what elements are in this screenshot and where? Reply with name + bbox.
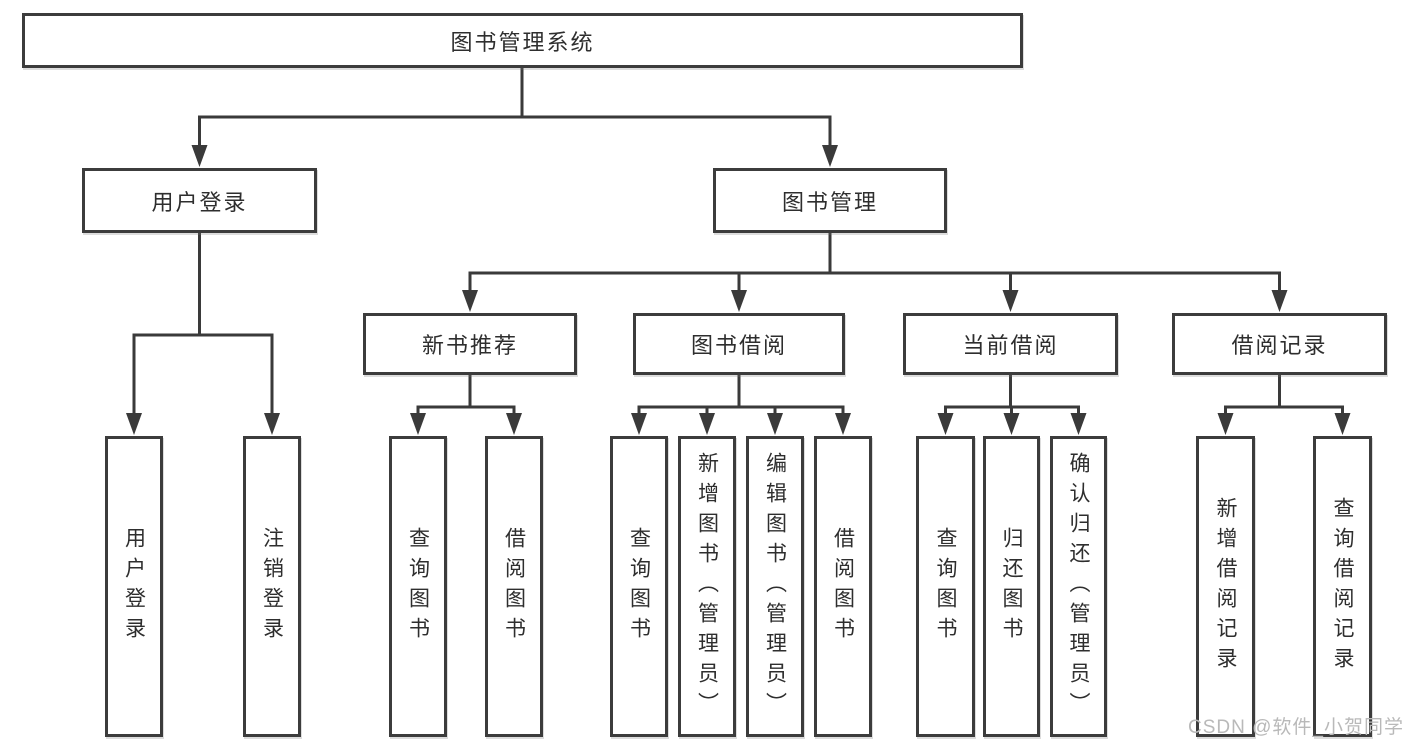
node-label: 借阅记录: [1231, 333, 1328, 358]
leaf-label: 确认归还（管理员）: [1067, 451, 1090, 722]
leaf-label: 用户登录: [122, 526, 146, 647]
node-label: 当前借阅: [962, 333, 1059, 358]
node-book-borrowing: 图书借阅: [633, 313, 845, 375]
leaf-label: 借阅图书: [502, 526, 526, 647]
leaf-borrow-books-recommend: 借阅图书: [485, 436, 543, 737]
leaf-label: 查询图书: [406, 526, 430, 647]
leaf-label: 编辑图书（管理员）: [763, 451, 787, 722]
node-new-book-recommendation: 新书推荐: [363, 313, 577, 375]
leaf-query-books-current: 查询图书: [916, 436, 975, 737]
leaf-label: 查询图书: [934, 526, 957, 647]
node-borrowing-records: 借阅记录: [1172, 313, 1387, 375]
leaf-label: 注销登录: [260, 526, 284, 647]
arrowheads: [126, 145, 1351, 435]
leaf-label: 新增图书（管理员）: [695, 451, 719, 722]
leaf-confirm-return-admin: 确认归还（管理员）: [1050, 436, 1107, 737]
node-label: 新书推荐: [421, 333, 518, 358]
leaf-label: 借阅图书: [831, 526, 855, 647]
node-label: 用户登录: [151, 189, 248, 215]
leaf-logout: 注销登录: [243, 436, 301, 737]
leaf-add-books-admin: 新增图书（管理员）: [678, 436, 736, 737]
leaf-borrow-books-borrowing: 借阅图书: [814, 436, 872, 737]
node-book-management: 图书管理: [713, 168, 947, 233]
leaf-label: 新增借阅记录: [1214, 496, 1237, 677]
leaf-add-borrow-record: 新增借阅记录: [1196, 436, 1255, 737]
connector-paths: [132, 66, 1344, 416]
leaf-return-books: 归还图书: [983, 436, 1040, 737]
leaf-label: 查询借阅记录: [1331, 496, 1354, 677]
leaf-query-books-borrowing: 查询图书: [610, 436, 668, 737]
leaf-query-books-recommend: 查询图书: [389, 436, 447, 737]
leaf-edit-books-admin: 编辑图书（管理员）: [746, 436, 804, 737]
leaf-query-borrow-record: 查询借阅记录: [1313, 436, 1372, 737]
leaf-label: 查询图书: [627, 526, 651, 647]
csdn-watermark: CSDN @软件_小贺同学: [1188, 717, 1404, 738]
node-current-borrowing: 当前借阅: [903, 313, 1118, 375]
node-user-login: 用户登录: [82, 168, 317, 233]
leaf-label: 归还图书: [1000, 526, 1023, 647]
node-library-management-system: 图书管理系统: [22, 13, 1023, 68]
leaf-user-login: 用户登录: [105, 436, 163, 737]
node-label: 图书管理系统: [450, 29, 595, 55]
node-label: 图书管理: [781, 189, 878, 215]
node-label: 图书借阅: [690, 333, 787, 358]
